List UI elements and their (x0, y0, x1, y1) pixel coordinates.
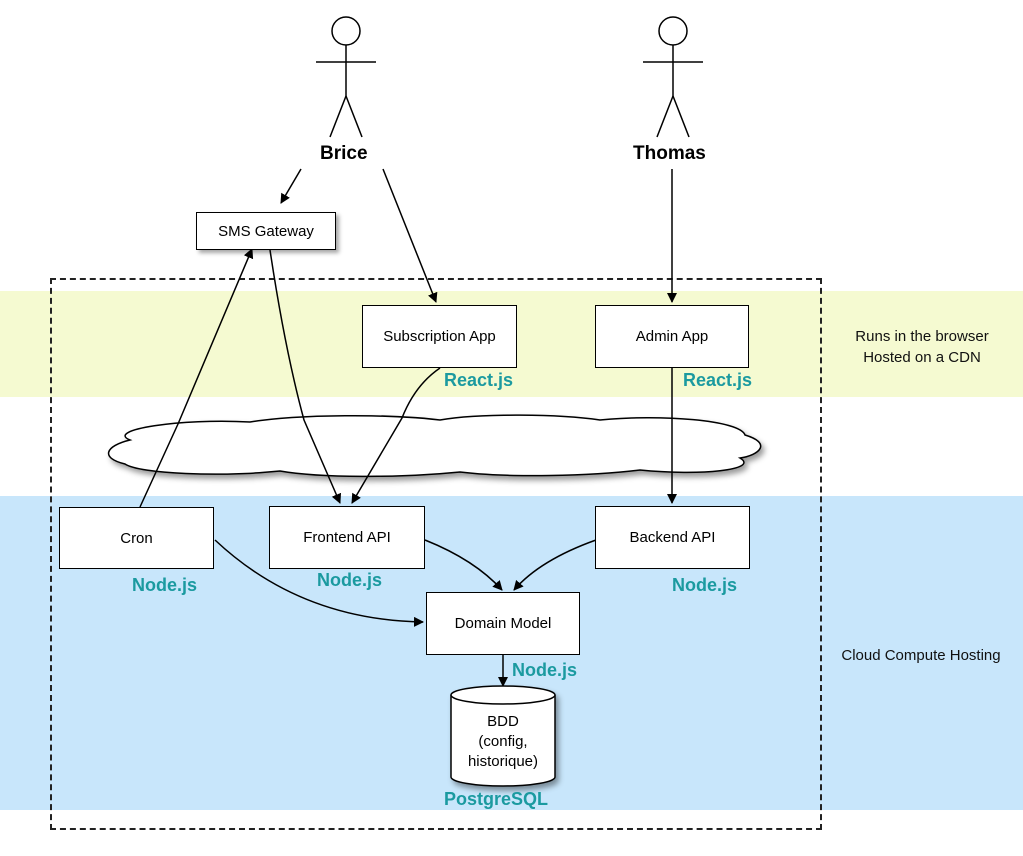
admin-app-tech-label: React.js (683, 370, 753, 390)
frontend-api-tech-label: Node.js (317, 570, 383, 590)
sms-gateway-node: SMS Gateway (196, 212, 336, 250)
subscription-app-node: Subscription App (362, 305, 517, 368)
edge-brice-to-sms-gateway (280, 168, 302, 204)
cloud-zone-label-text: Cloud Compute Hosting (841, 647, 1001, 664)
subscription-app-tech-label: React.js (444, 370, 514, 390)
database-label-line2: (config, (478, 733, 528, 750)
edge-cron-to-domain-model (214, 539, 424, 627)
cloud-zone-label: Cloud Compute Hosting (825, 645, 1017, 666)
actor-thomas-name: Thomas (633, 143, 706, 164)
domain-model-node: Domain Model (426, 592, 580, 655)
backend-api-tech-label: Node.js (672, 575, 738, 595)
browser-zone-label-line1: Runs in the browser (855, 328, 989, 345)
database-label: BDD (config, historique) (451, 712, 555, 772)
browser-zone-label-line2: Hosted on a CDN (863, 349, 981, 366)
network-cloud (107, 414, 762, 478)
backend-api-node: Backend API (595, 506, 750, 569)
edge-backend-api-to-domain-model (513, 539, 597, 591)
domain-model-tech-label: Node.js (512, 660, 578, 680)
edge-cron-to-sms-gateway (139, 248, 254, 508)
database-tech-label: PostgreSQL (444, 789, 549, 809)
actor-thomas-figure (643, 16, 703, 138)
edge-frontend-api-to-domain-model (424, 539, 503, 591)
database-cylinder (450, 685, 556, 787)
hosting-boundary (50, 278, 822, 830)
frontend-api-node: Frontend API (269, 506, 425, 569)
cron-tech-label: Node.js (132, 575, 198, 595)
actor-brice-name: Brice (320, 143, 368, 164)
admin-app-node: Admin App (595, 305, 749, 368)
database-label-line3: historique) (467, 753, 539, 770)
edge-sms-gateway-to-frontend-api (269, 249, 342, 504)
edge-subscription-app-to-frontend-api (351, 367, 441, 504)
actor-brice-figure (316, 16, 376, 138)
database-label-line1: BDD (487, 713, 519, 730)
cron-node: Cron (59, 507, 214, 569)
browser-zone-label: Runs in the browser Hosted on a CDN (838, 326, 1006, 368)
edge-brice-to-subscription-app (382, 168, 438, 303)
